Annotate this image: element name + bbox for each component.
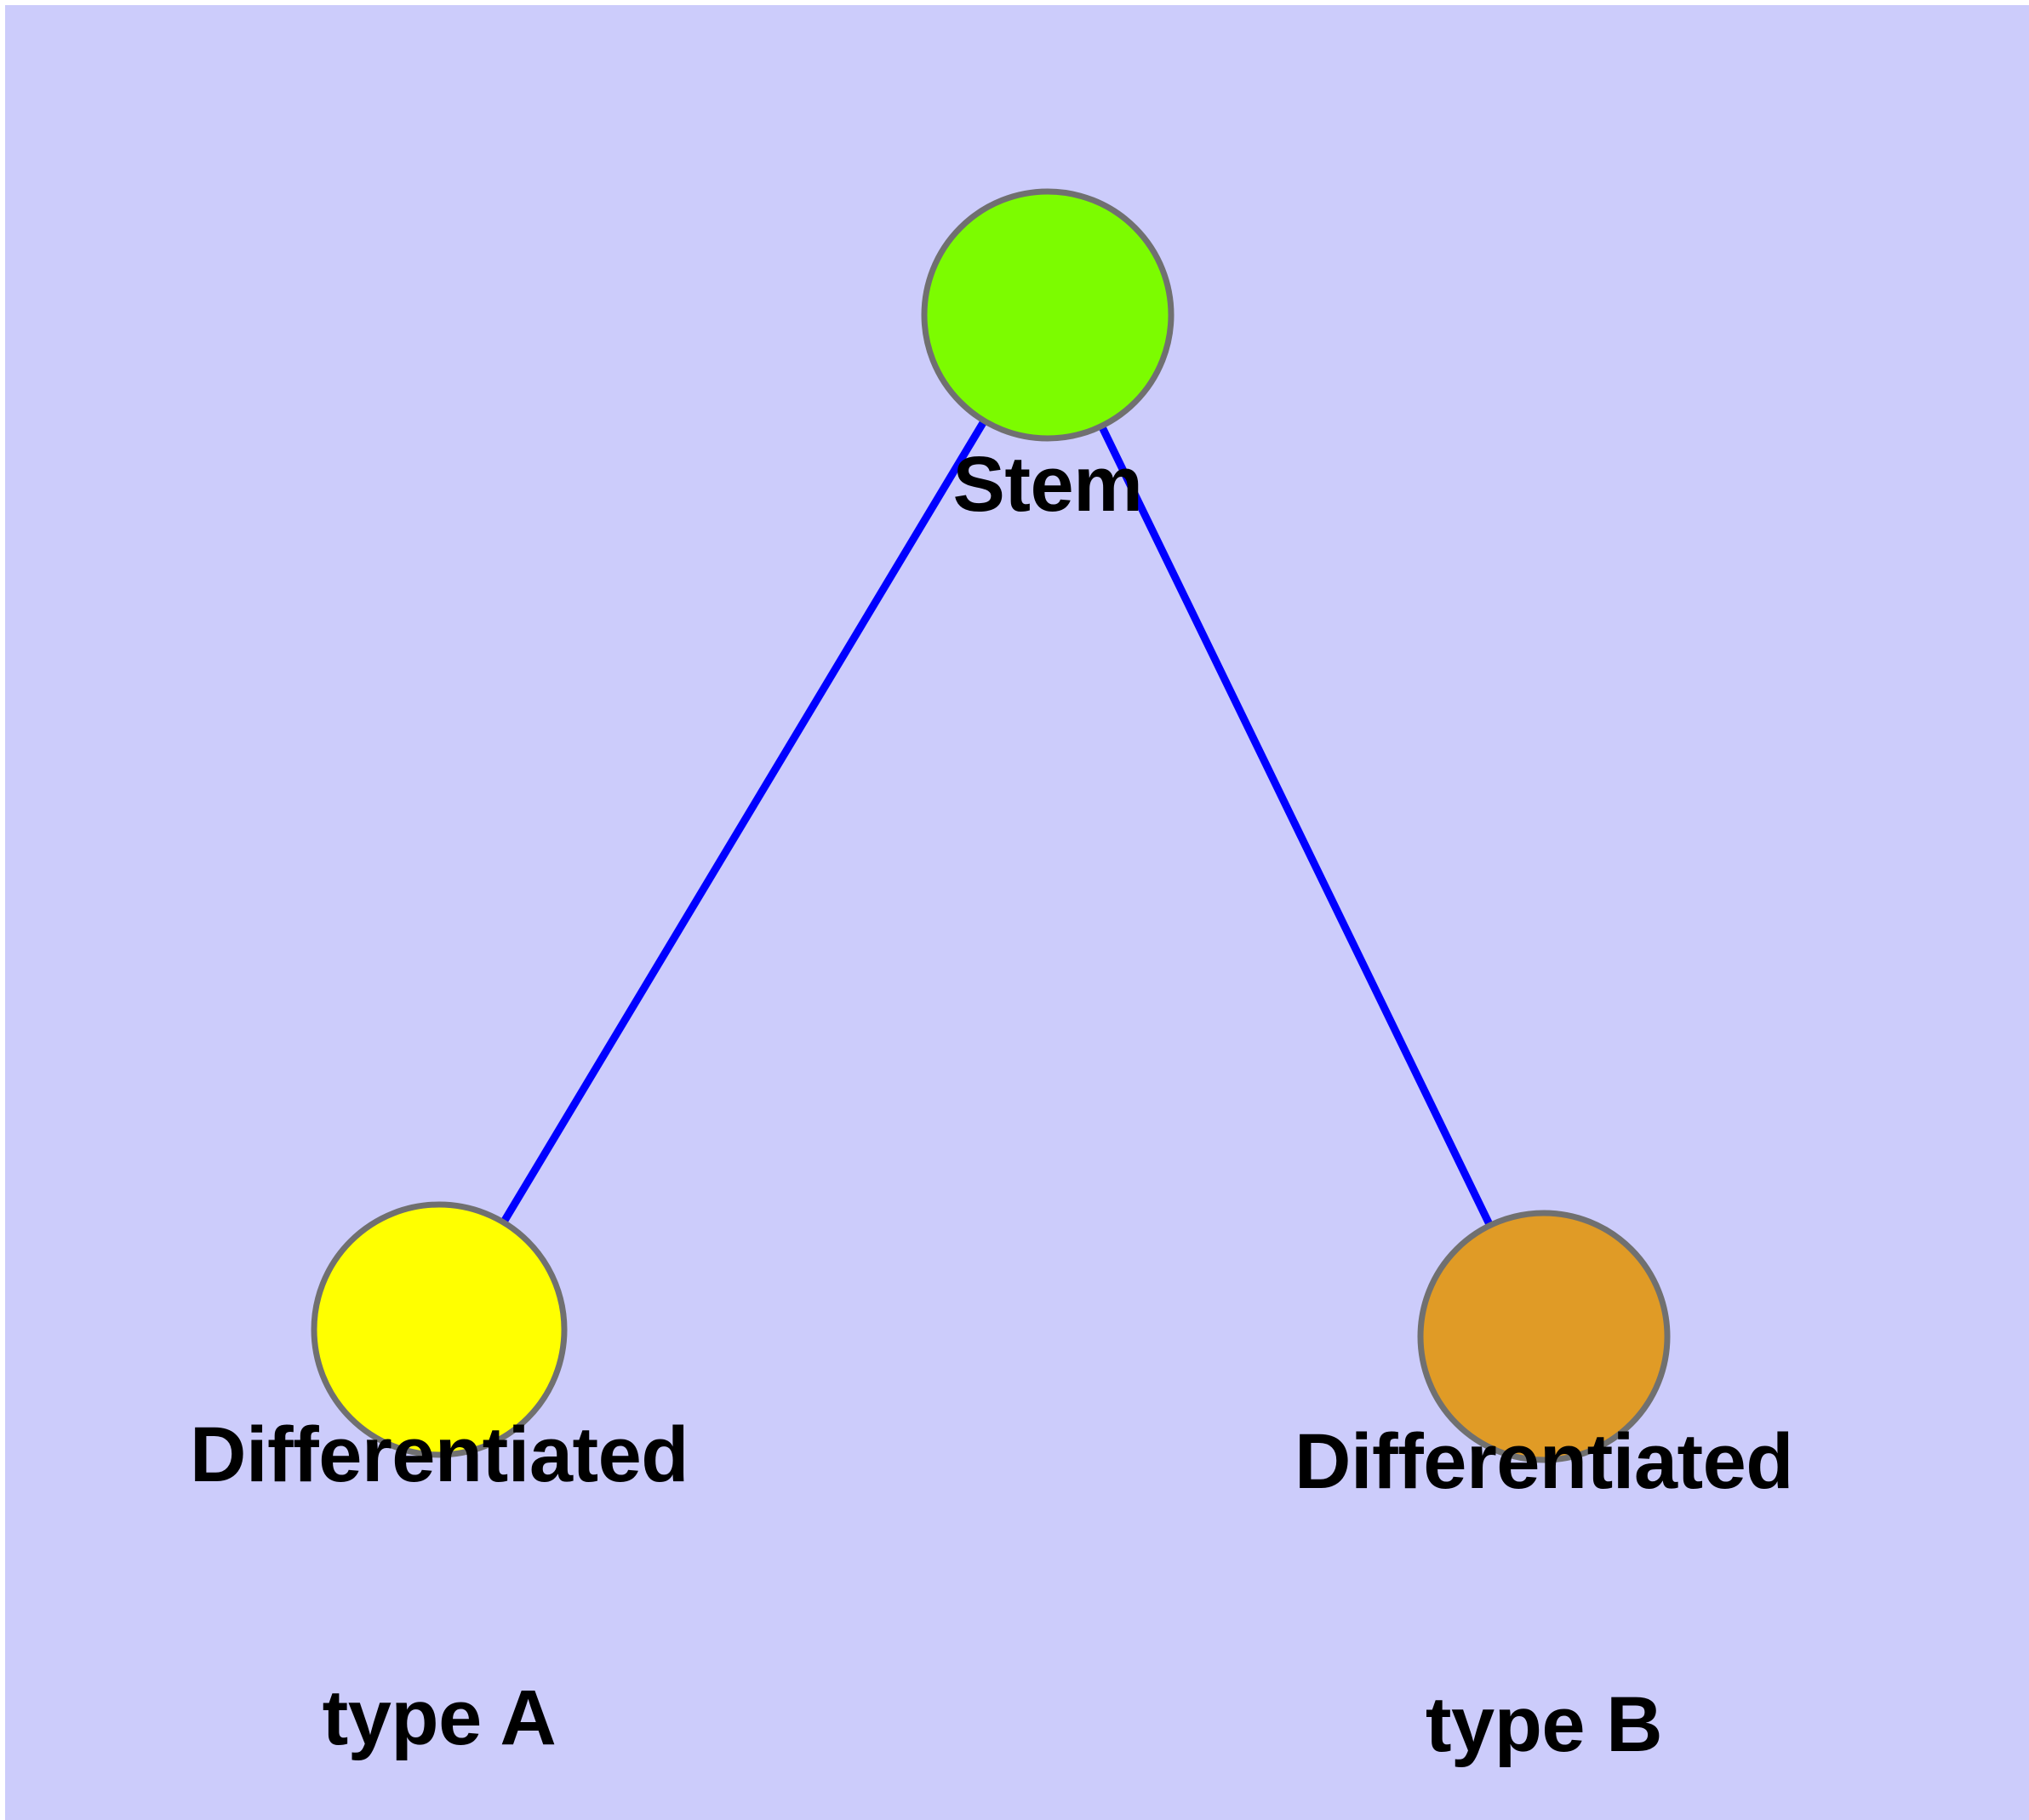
node-differentiated-type-a[interactable] (311, 1201, 568, 1458)
node-stem[interactable] (921, 188, 1175, 442)
edge-stem-to-type-b (1043, 313, 1548, 1338)
node-differentiated-type-b[interactable] (1417, 1210, 1671, 1463)
node-layer (311, 188, 1671, 1463)
edge-layer (436, 312, 1548, 1338)
edge-stem-to-type-a (436, 312, 1051, 1332)
